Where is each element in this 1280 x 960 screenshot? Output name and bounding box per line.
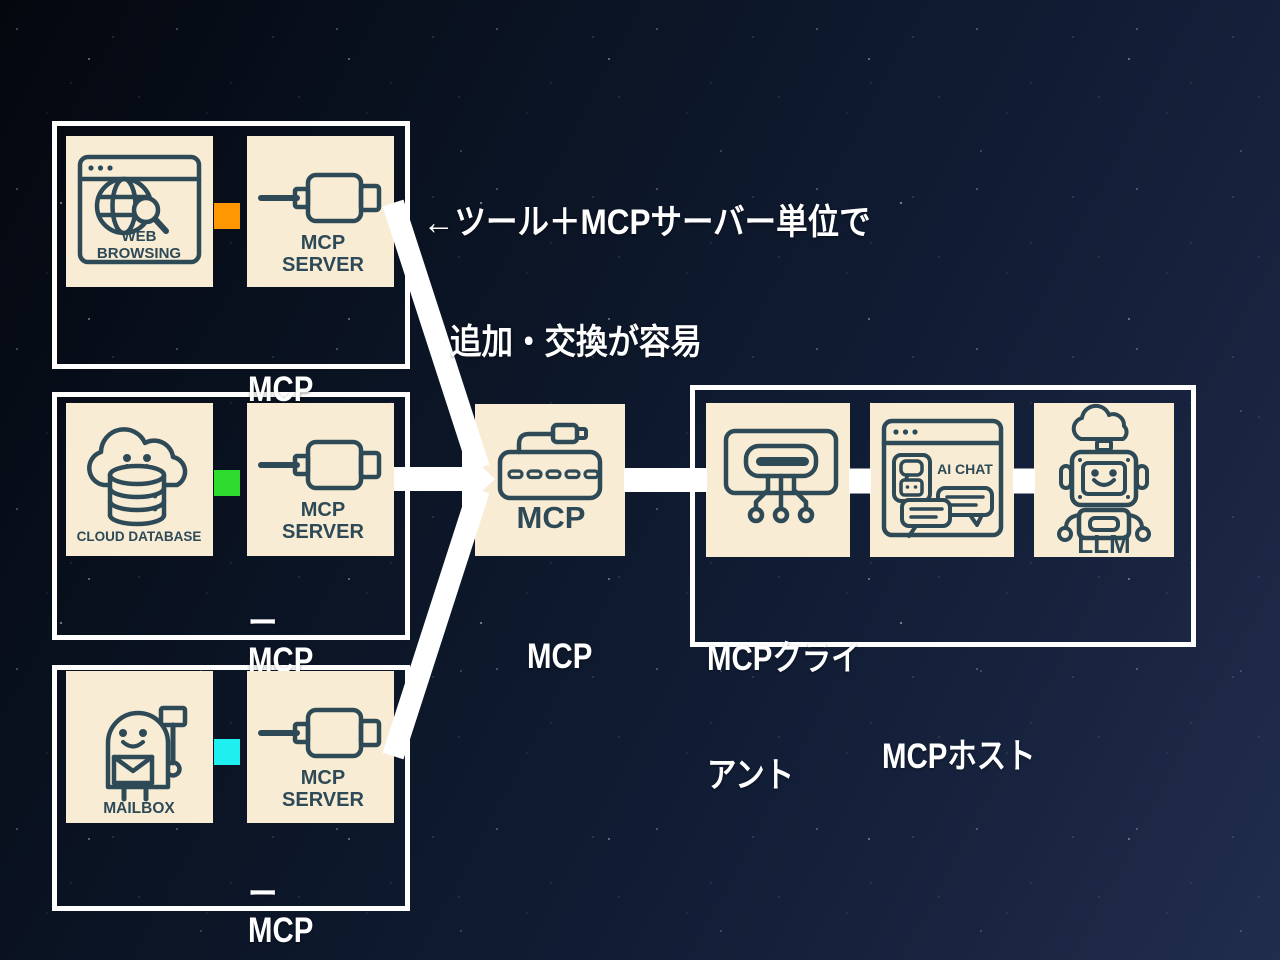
robot-cloud-icon: LLM	[1057, 403, 1151, 557]
usb-plug-icon: MCP SERVER	[258, 439, 382, 543]
llm-icon-label: LLM	[1077, 529, 1130, 557]
mcp-server-group-frame-3	[52, 665, 410, 911]
mcp-server-card-2: MCP SERVER	[247, 403, 394, 556]
cloud-database-card: CLOUD DATABASE	[66, 403, 213, 556]
llm-card: LLM	[1034, 403, 1174, 557]
ai-chat-icon-label: AI CHAT	[937, 461, 993, 477]
mcp-host-frame	[690, 385, 1196, 647]
browser-globe-search-icon: WEB BROWSING	[77, 154, 202, 265]
mcp-client-card	[706, 403, 850, 557]
chat-window-robot-icon: AI CHAT	[881, 418, 1004, 538]
host-label: MCPホスト	[882, 737, 1036, 776]
tool-label: MAILBOX	[103, 800, 175, 817]
tool-label-line2: BROWSING	[97, 245, 181, 262]
web-browsing-card: WEB BROWSING	[66, 136, 213, 287]
ai-chat-card: AI CHAT	[870, 403, 1014, 557]
mcp-server-card-1: MCP SERVER	[247, 136, 394, 287]
connector-block-mail	[214, 739, 240, 765]
mcp-server-card-3: MCP SERVER	[247, 671, 394, 823]
server-label-line1: MCP	[301, 232, 345, 254]
server-label-line1: MCP	[301, 499, 345, 521]
smiling-mailbox-icon: MAILBOX	[103, 705, 188, 817]
tool-label: CLOUD DATABASE	[77, 529, 202, 544]
server-label-line1: MCP	[301, 767, 345, 789]
tool-label-line1: WEB	[122, 228, 157, 245]
server-label-line2: SERVER	[282, 521, 364, 543]
usb-plug-icon: MCP SERVER	[258, 172, 382, 276]
usb-hub-icon: MCP	[497, 422, 603, 535]
annotation-text: ←ツール＋MCPサーバー単位で 追加・交換が容易	[423, 203, 871, 362]
mailbox-card: MAILBOX	[66, 671, 213, 823]
server-label-line2: SERVER	[282, 789, 364, 811]
hub-label: MCP	[527, 637, 593, 676]
group-label-3: MCP サーバ ー	[248, 911, 314, 950]
client-label: MCPクライ アント	[707, 639, 861, 795]
usb-plug-icon: MCP SERVER	[258, 707, 382, 811]
connector-block-web	[214, 203, 240, 229]
mcp-hub-card: MCP	[475, 404, 625, 556]
port-wires-icon	[723, 428, 839, 524]
smiling-cloud-database-icon: CLOUD DATABASE	[77, 427, 202, 544]
server-label-line2: SERVER	[282, 254, 364, 276]
connector-block-db	[214, 470, 240, 496]
hub-icon-label: MCP	[517, 500, 586, 535]
